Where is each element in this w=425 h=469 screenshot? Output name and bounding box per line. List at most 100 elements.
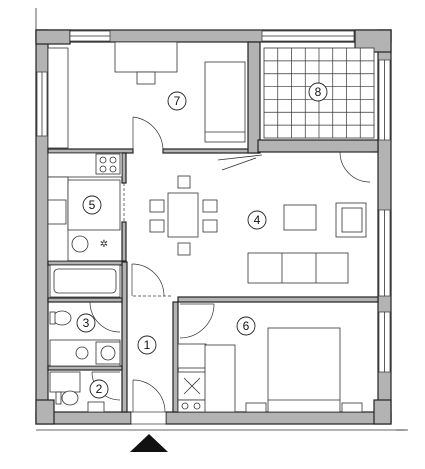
- door-3-arc: [89, 301, 121, 333]
- door-entrance-arc: [132, 379, 166, 413]
- room-label-1-text: 1: [144, 338, 151, 352]
- entrance-threshold: [130, 411, 167, 425]
- wall-8-bottom: [257, 139, 379, 153]
- desk-7: [114, 41, 178, 73]
- room-label-7-text: 7: [174, 94, 181, 108]
- room-label-5: 5: [82, 195, 102, 215]
- toilet-3-tank: [49, 311, 56, 325]
- dining-chair: [177, 242, 191, 256]
- room-label-3-circle: [76, 313, 96, 333]
- washer-drum: [71, 235, 89, 253]
- room-label-4-text: 4: [254, 213, 261, 227]
- room-label-5-circle: [82, 195, 102, 215]
- stove-burner: [99, 165, 107, 173]
- washbasin-2: [87, 401, 105, 413]
- washbasin-3: [75, 346, 89, 360]
- room-4-furniture: [149, 154, 367, 284]
- door-1-4-arc: [131, 263, 165, 297]
- wall-3-top: [47, 297, 123, 303]
- sink: [47, 199, 67, 225]
- bed-7: [204, 61, 246, 143]
- room-label-6-circle: [236, 316, 256, 336]
- room-label-2-text: 2: [96, 382, 103, 396]
- wall-7-8: [247, 41, 261, 154]
- wall-corner-br: [373, 399, 392, 425]
- toilet-3: [52, 310, 72, 326]
- wall-5-4-lower: [121, 221, 127, 263]
- washer-3: [95, 341, 121, 365]
- dining-chair: [149, 219, 165, 233]
- wardrobe-6: [204, 344, 236, 413]
- room-label-6-text: 6: [243, 319, 250, 333]
- toilet-2: [61, 390, 79, 406]
- wall-bottom-right: [165, 411, 392, 425]
- wall-1-6: [172, 301, 179, 413]
- sofa: [247, 252, 349, 284]
- toilet-2-tank: [55, 391, 62, 405]
- door-7-arc: [132, 116, 164, 152]
- room-2-furniture: [49, 371, 105, 413]
- windows: [36, 30, 391, 373]
- wall-bath-hall: [121, 261, 128, 413]
- room-label-4: 4: [247, 210, 267, 230]
- meter-dial: [181, 402, 189, 410]
- armchair-seat: [341, 207, 363, 233]
- nightstand: [245, 402, 267, 413]
- room-labels: 7 8 5 4 3 1 6 2: [76, 82, 328, 399]
- coffee-table: [283, 204, 317, 231]
- room-label-8: 8: [308, 82, 328, 102]
- bathtub-inner: [53, 268, 117, 294]
- balcony-grid: [264, 48, 374, 138]
- cabinet-2: [49, 371, 81, 393]
- wall-5-bottom: [47, 260, 127, 266]
- light-line: [217, 154, 263, 161]
- room-3-furniture: [49, 264, 121, 367]
- wall-3-2: [47, 365, 123, 371]
- stove-burner: [109, 165, 117, 173]
- room-label-3-text: 3: [83, 316, 90, 330]
- room-label-1-circle: [137, 335, 157, 355]
- stove-burner: [109, 156, 117, 164]
- meter-dial: [193, 402, 201, 410]
- boiler-cross: [183, 377, 201, 395]
- wall-corner-bl: [35, 399, 55, 425]
- stove: [95, 153, 121, 175]
- wall-corner-tl: [35, 29, 71, 45]
- extractor-icon: ✲: [100, 239, 108, 250]
- dining-chair: [202, 199, 218, 213]
- room-label-5-text: 5: [89, 198, 96, 212]
- room-label-2: 2: [89, 379, 109, 399]
- bed-6: [267, 327, 341, 413]
- wall-7-bottom-right: [162, 148, 259, 154]
- stove-burner: [99, 156, 107, 164]
- light-line: [221, 157, 257, 171]
- doors: [89, 116, 371, 425]
- room-label-4-circle: [247, 210, 267, 230]
- room-label-7: 7: [167, 91, 187, 111]
- wardrobe-7: [47, 47, 69, 149]
- room-label-3: 3: [76, 313, 96, 333]
- room-1-furniture: [177, 343, 207, 413]
- room-label-7-circle: [167, 91, 187, 111]
- entrance-arrow-icon: [130, 434, 168, 452]
- room-7-furniture: [47, 41, 246, 149]
- room-label-1: 1: [137, 335, 157, 355]
- room-label-6: 6: [236, 316, 256, 336]
- wall-7-bottom-left: [47, 148, 134, 154]
- dining-chair: [177, 175, 191, 189]
- dining-table: [167, 192, 199, 238]
- room-6-furniture: [204, 327, 363, 413]
- interior-walls: [47, 41, 379, 413]
- door-6-arc: [179, 303, 215, 339]
- room-label-8-circle: [308, 82, 328, 102]
- dining-chair: [149, 199, 165, 213]
- washer-3-drum: [100, 345, 116, 361]
- room-label-8-text: 8: [315, 85, 322, 99]
- wall-4-6: [177, 296, 379, 303]
- nightstand: [341, 402, 363, 413]
- wall-5-4-upper: [121, 152, 127, 184]
- shoe-cabinet: [177, 343, 207, 369]
- chair-7: [136, 71, 156, 85]
- door-8-arc: [339, 151, 371, 183]
